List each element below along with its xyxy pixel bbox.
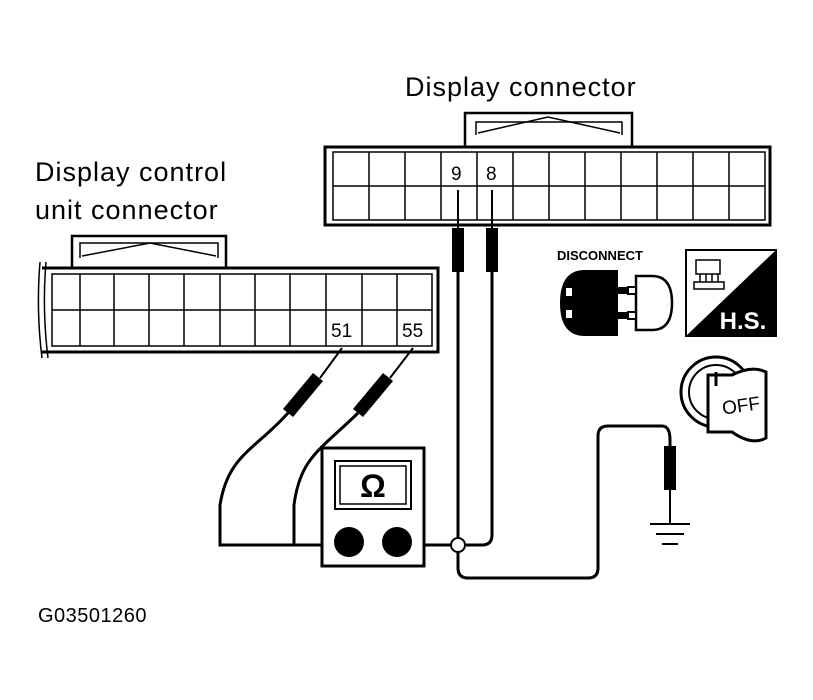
wires xyxy=(218,272,672,580)
disconnect-label: DISCONNECT xyxy=(557,248,643,263)
display-connector xyxy=(323,111,772,227)
harness-side-label: H.S. xyxy=(720,308,767,335)
junction-node xyxy=(450,537,466,553)
control-unit-pin-51: 51 xyxy=(331,321,352,342)
control-unit-label-line2: unit connector xyxy=(35,195,219,225)
ignition-off-label: OFF xyxy=(721,393,762,419)
control-unit-pin-55: 55 xyxy=(402,321,423,342)
ignition-key-icon: OFF xyxy=(679,355,768,443)
ohmmeter-terminal-left xyxy=(334,527,364,557)
probe-pin-8 xyxy=(486,190,498,272)
ground-probe xyxy=(664,446,676,524)
probe-pin-55 xyxy=(353,347,414,417)
probe-pin-51 xyxy=(283,347,343,417)
figure-code: G03501260 xyxy=(38,605,147,627)
ohmmeter-terminal-right xyxy=(382,527,412,557)
ground-icon xyxy=(650,523,690,545)
control-unit-label-line1: Display control xyxy=(35,157,227,187)
display-connector-label: Display connector xyxy=(405,72,637,102)
display-pin-9: 9 xyxy=(451,164,462,185)
ohm-symbol: Ω xyxy=(360,468,386,504)
probe-pin-9 xyxy=(452,190,464,272)
control-unit-connector xyxy=(37,234,440,359)
ohmmeter-icon: Ω xyxy=(320,446,426,568)
disconnect-icon: DISCONNECT xyxy=(557,248,674,336)
harness-side-icon: H.S. xyxy=(685,249,777,337)
display-pin-8: 8 xyxy=(486,164,497,185)
